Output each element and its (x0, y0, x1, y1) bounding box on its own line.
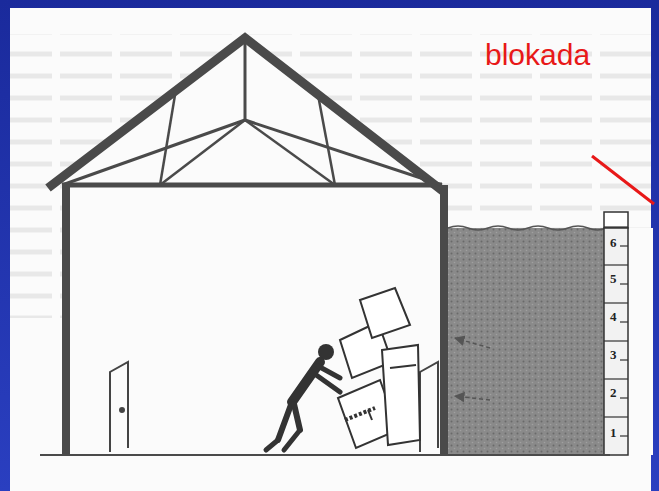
water-gauge (604, 212, 628, 455)
gauge-number: 6 (610, 236, 617, 249)
pressure-arrows (455, 338, 490, 400)
boxes (338, 288, 420, 448)
callout-label: blokada (485, 40, 590, 70)
page (10, 8, 651, 491)
gauge-number: 4 (610, 310, 617, 323)
gauge-number: 1 (610, 426, 617, 439)
person-pushing (266, 344, 340, 450)
gauge-number: 5 (610, 272, 617, 285)
gauge-number: 3 (610, 348, 617, 361)
flood-water (448, 228, 606, 455)
house (40, 38, 610, 455)
pointer-line (592, 156, 654, 204)
gauge-number: 2 (610, 386, 617, 399)
